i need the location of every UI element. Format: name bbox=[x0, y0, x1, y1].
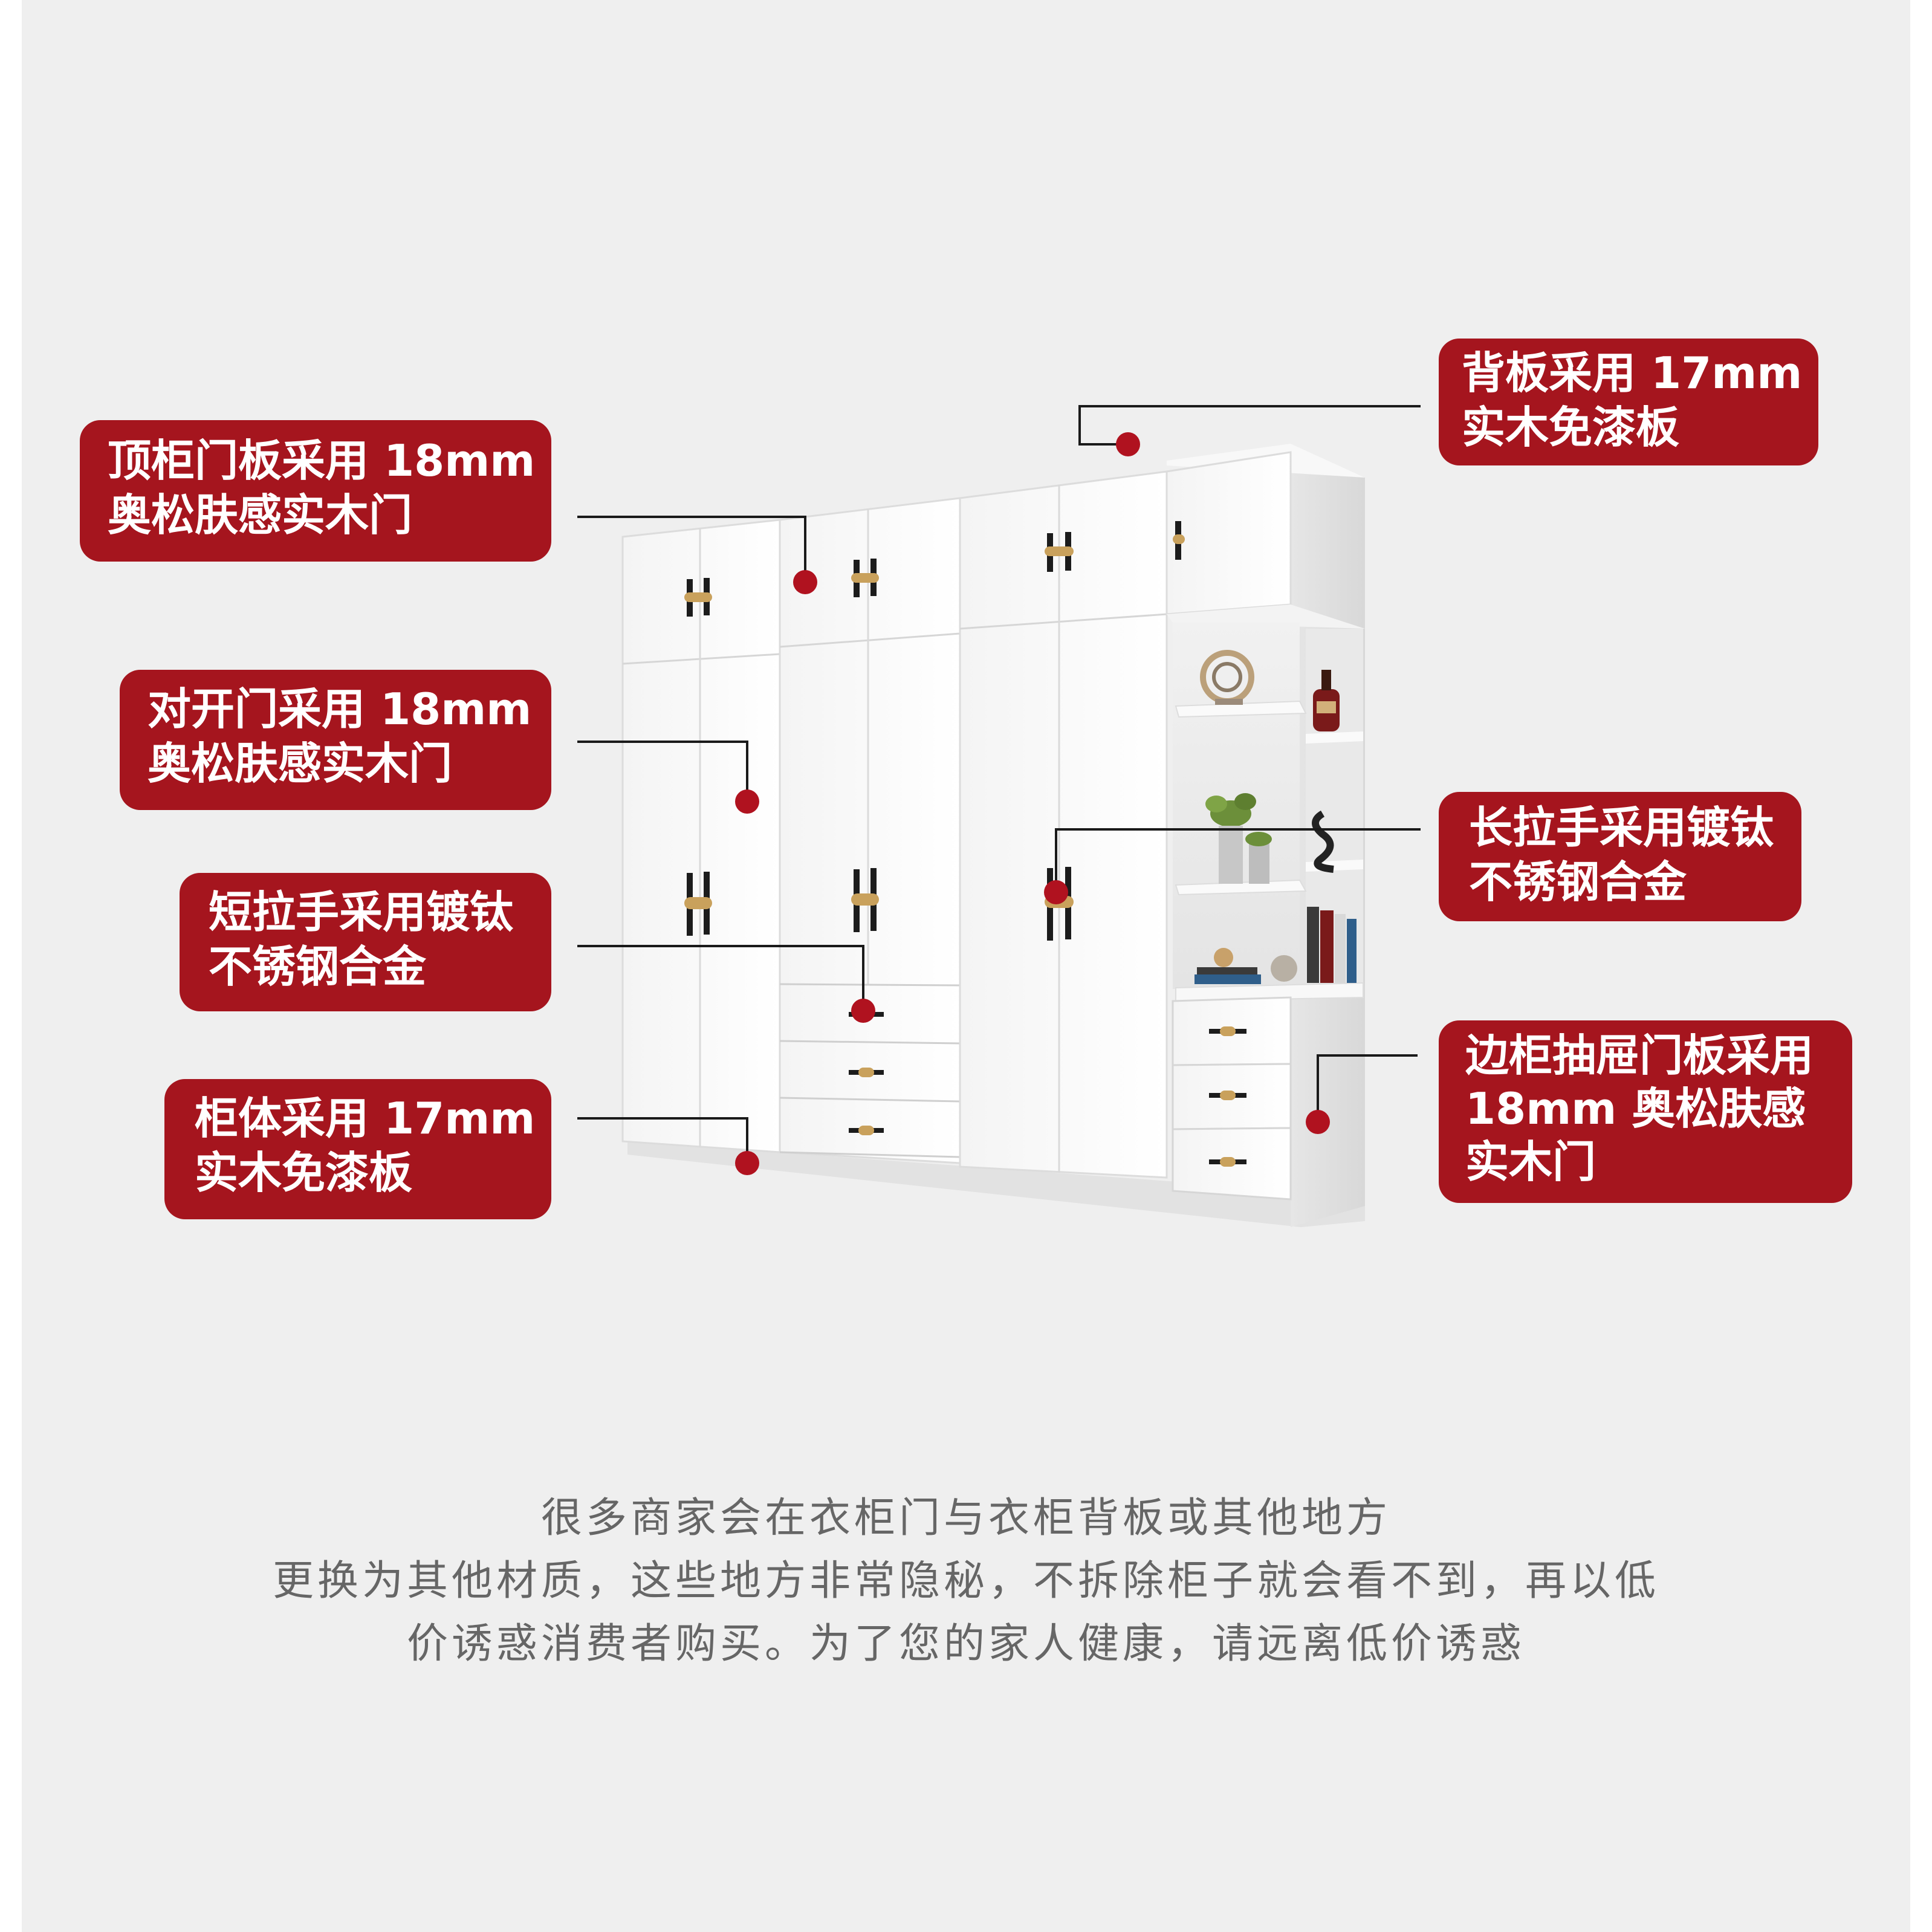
callout-top-doors-line2: 奥松肤感实木门 bbox=[108, 490, 413, 540]
leader-side-drawers bbox=[1317, 1054, 1418, 1122]
callout-double-doors-line2: 奥松肤感实木门 bbox=[147, 738, 453, 789]
leader-cabinet-body bbox=[577, 1117, 748, 1162]
description-line1: 很多商家会在衣柜门与衣柜背板或其他地方 bbox=[540, 1494, 1391, 1542]
callout-short-handle-line1: 短拉手采用镀钛 bbox=[209, 887, 514, 938]
callout-side-drawers-line3: 实木门 bbox=[1465, 1136, 1596, 1187]
callout-long-handle: 长拉手采用镀钛 不锈钢合金 bbox=[1439, 792, 1801, 921]
bottle-icon bbox=[1313, 670, 1340, 731]
callout-back-panel-line2: 实木免漆板 bbox=[1462, 402, 1680, 453]
callout-long-handle-line1: 长拉手采用镀钛 bbox=[1469, 802, 1774, 853]
callout-short-handle: 短拉手采用镀钛 不锈钢合金 bbox=[180, 873, 551, 1011]
leader-short-handle bbox=[577, 945, 864, 1011]
callout-side-drawers: 边柜抽屉门板采用 18mm 奥松肤感 实木门 bbox=[1439, 1020, 1852, 1203]
marker-side-drawers bbox=[1306, 1110, 1330, 1134]
wardrobe-door-column-1 bbox=[621, 519, 781, 1153]
marker-cabinet-body bbox=[735, 1151, 759, 1175]
wardrobe-base bbox=[627, 1141, 1365, 1227]
leader-double-doors bbox=[577, 741, 748, 800]
callout-side-drawers-line1: 边柜抽屉门板采用 bbox=[1465, 1030, 1814, 1081]
snake-sculpture bbox=[1312, 810, 1334, 873]
wardrobe-door-column-3 bbox=[959, 470, 1168, 1179]
callout-cabinet-body-line1: 柜体采用 17mm bbox=[195, 1093, 536, 1144]
short-handles bbox=[684, 521, 1185, 617]
callout-double-doors-line1: 对开门采用 18mm bbox=[147, 684, 532, 734]
marker-double-doors bbox=[735, 789, 759, 814]
callout-side-drawers-line2: 18mm 奥松肤感 bbox=[1465, 1083, 1806, 1134]
books-icon bbox=[1195, 907, 1357, 984]
plant-icon bbox=[1205, 793, 1272, 884]
open-shelf-unit bbox=[1173, 623, 1364, 1002]
callout-top-doors: 顶柜门板采用 18mm 奥松肤感实木门 bbox=[80, 420, 551, 562]
callout-back-panel-line1: 背板采用 17mm bbox=[1462, 348, 1803, 398]
leader-top-doors bbox=[577, 516, 806, 580]
callout-short-handle-line2: 不锈钢合金 bbox=[209, 941, 427, 992]
sculpture-icon bbox=[1200, 650, 1254, 705]
callout-back-panel: 背板采用 17mm 实木免漆板 bbox=[1439, 339, 1818, 465]
callout-top-doors-line1: 顶柜门板采用 18mm bbox=[108, 435, 536, 486]
callout-long-handle-line2: 不锈钢合金 bbox=[1469, 857, 1687, 907]
callout-cabinet-body-line2: 实木免漆板 bbox=[195, 1147, 413, 1198]
marker-top-doors bbox=[793, 570, 817, 594]
marker-dots bbox=[735, 432, 1330, 1175]
leader-lines bbox=[577, 405, 1421, 1162]
side-top-cabinet bbox=[1165, 451, 1292, 615]
leader-back-panel bbox=[1078, 405, 1421, 446]
description-text: 很多商家会在衣柜门与衣柜背板或其他地方 更换为其他材质，这些地方非常隐秘，不拆除… bbox=[0, 1487, 1932, 1676]
description-line2: 更换为其他材质，这些地方非常隐秘，不拆除柜子就会看不到，再以低 bbox=[272, 1557, 1659, 1605]
marker-back-panel bbox=[1116, 432, 1140, 456]
leader-long-handle bbox=[1055, 828, 1421, 891]
marker-short-handle bbox=[851, 999, 875, 1023]
wardrobe-door-column-2 bbox=[779, 497, 961, 1164]
marker-long-handle bbox=[1044, 880, 1068, 904]
callout-double-doors: 对开门采用 18mm 奥松肤感实木门 bbox=[120, 670, 551, 810]
callout-cabinet-body: 柜体采用 17mm 实木免漆板 bbox=[164, 1079, 551, 1219]
description-line3: 价诱惑消费者购买。为了您的家人健康，请远离低价诱惑 bbox=[406, 1620, 1525, 1668]
